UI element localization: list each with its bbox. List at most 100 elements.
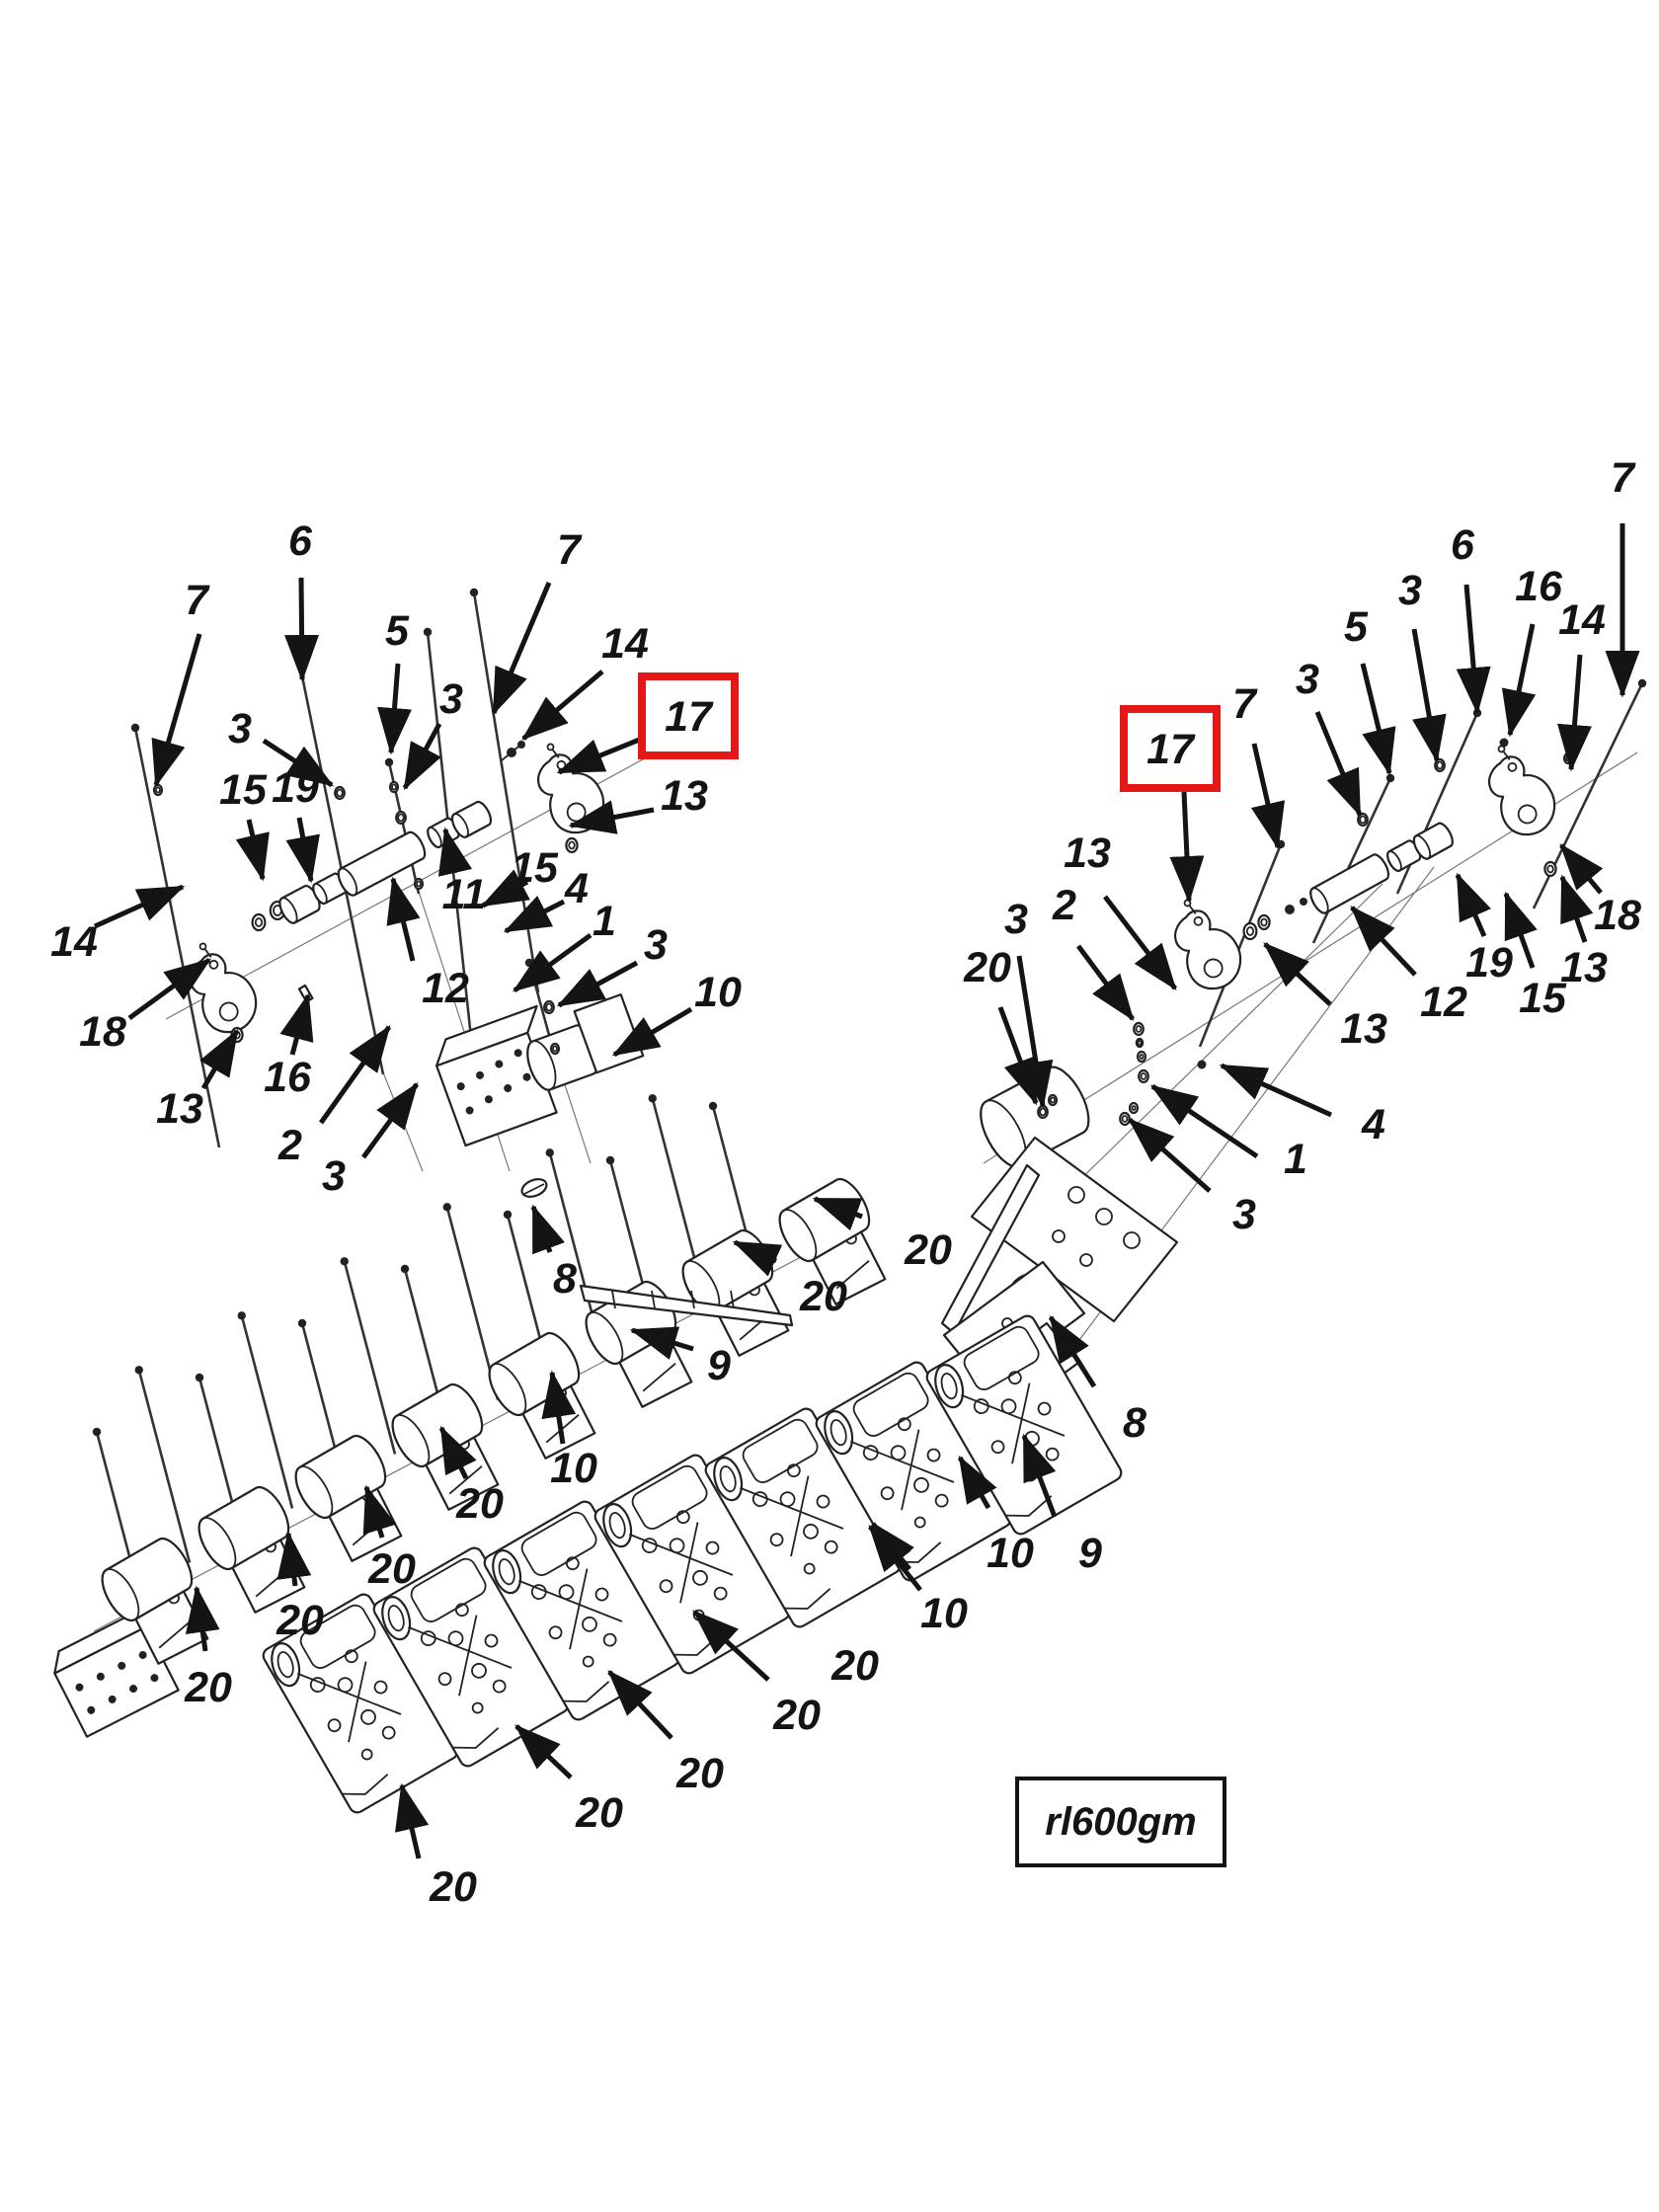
callout-15: 15 xyxy=(219,766,270,882)
callout-arrow xyxy=(395,1782,430,1859)
callout-arrow xyxy=(285,817,320,884)
callout-arrow xyxy=(1456,584,1491,715)
callout-label: 20 xyxy=(429,1863,477,1911)
callout-8: 8 xyxy=(530,1204,577,1303)
callout-arrow xyxy=(1169,791,1205,904)
callout-label: 9 xyxy=(1078,1530,1102,1577)
callout-16: 16 xyxy=(1501,563,1563,738)
callout-arrow xyxy=(1021,1433,1058,1518)
callout-20: 20 xyxy=(963,944,1039,1106)
callout-14: 14 xyxy=(50,884,186,966)
callout-20: 20 xyxy=(692,1610,821,1739)
callout-3: 3 xyxy=(556,921,668,1008)
callout-18: 18 xyxy=(1559,843,1641,939)
callout-20: 20 xyxy=(607,1670,724,1797)
callout-3: 3 xyxy=(1296,656,1363,818)
callout-15: 15 xyxy=(480,844,559,908)
callout-arrow xyxy=(199,1028,240,1090)
callout-arrow xyxy=(151,633,202,788)
callout-label: 6 xyxy=(1451,521,1475,569)
callout-arrow xyxy=(692,1610,770,1682)
callout-arrow xyxy=(556,960,639,1008)
callout-20: 20 xyxy=(732,1239,847,1320)
callout-label: 3 xyxy=(644,921,668,969)
callout-3: 3 xyxy=(1128,1118,1256,1238)
callout-13: 13 xyxy=(1263,942,1387,1053)
callout-label: 17 xyxy=(1146,726,1196,773)
callout-20: 20 xyxy=(395,1782,477,1911)
callout-arrow xyxy=(1250,743,1286,850)
callout-label: 20 xyxy=(963,944,1011,991)
callout-label: 19 xyxy=(1465,939,1513,987)
callout-arrow xyxy=(1149,1083,1259,1159)
callout-arrow xyxy=(1219,1063,1333,1118)
callout-arrow xyxy=(318,1024,392,1125)
callout-label: 4 xyxy=(564,865,589,912)
callout-label: 13 xyxy=(661,772,708,820)
callout-label: 5 xyxy=(1344,603,1369,651)
callout-label: 16 xyxy=(1515,563,1563,610)
figure-code-label: rl600gm xyxy=(1045,1799,1197,1844)
callout-19: 19 xyxy=(1455,872,1513,987)
callout-label: 3 xyxy=(1398,567,1422,614)
highlight-box-17 xyxy=(1120,705,1221,792)
callout-7: 7 xyxy=(1605,454,1640,698)
callout-7: 7 xyxy=(491,526,583,716)
callout-label: 8 xyxy=(553,1255,577,1303)
callout-15: 15 xyxy=(1503,891,1567,1022)
callout-20: 20 xyxy=(184,1585,232,1711)
callout-label: 7 xyxy=(185,577,210,624)
callout-label: 15 xyxy=(1519,975,1567,1022)
callout-label: 14 xyxy=(50,918,98,966)
callout-label: 11 xyxy=(442,871,487,918)
callout-arrow xyxy=(1360,663,1396,776)
callout-label: 7 xyxy=(1611,454,1636,502)
callout-arrow xyxy=(362,1484,397,1539)
callout-arrow xyxy=(957,1455,997,1510)
callout-5: 5 xyxy=(1344,603,1396,776)
callout-arrow xyxy=(871,1522,914,1571)
callout-arrow xyxy=(1411,628,1447,763)
callout-17: 17 xyxy=(556,672,739,775)
callout-9: 9 xyxy=(629,1326,731,1389)
callout-arrow xyxy=(185,1585,220,1652)
highlight-box-17 xyxy=(638,672,739,759)
callout-arrow xyxy=(512,932,592,993)
callout-17: 17 xyxy=(1120,705,1221,904)
callout-arrow xyxy=(1501,623,1537,738)
callout-13: 13 xyxy=(156,1028,240,1133)
callout-arrow xyxy=(386,876,421,962)
callout-arrow xyxy=(438,1425,477,1480)
callout-arrow xyxy=(1103,895,1177,990)
callout-2: 2 xyxy=(1052,882,1136,1022)
callout-label: 3 xyxy=(1232,1191,1256,1238)
callout-1: 1 xyxy=(1149,1083,1307,1183)
callout-7: 7 xyxy=(151,577,210,788)
callout-8: 8 xyxy=(1048,1314,1146,1447)
callout-arrow xyxy=(568,800,655,834)
callout-3: 3 xyxy=(322,1081,420,1200)
callout-13: 13 xyxy=(1064,830,1177,990)
callout-10: 10 xyxy=(611,969,742,1058)
callout-label: 20 xyxy=(575,1789,623,1837)
callout-arrow xyxy=(629,1326,694,1360)
callout-arrow xyxy=(262,738,335,788)
callout-14: 14 xyxy=(521,620,649,741)
callout-arrow xyxy=(521,670,604,741)
callout-label: 13 xyxy=(156,1085,203,1133)
callout-label: 18 xyxy=(1594,892,1641,939)
callout-label: 3 xyxy=(228,705,252,752)
callout-label: 20 xyxy=(830,1642,879,1690)
callout-label: 16 xyxy=(264,1054,312,1101)
callout-arrow xyxy=(1016,955,1054,1109)
callout-arrow xyxy=(732,1239,783,1277)
callout-9: 9 xyxy=(1021,1433,1102,1577)
callout-label: 10 xyxy=(550,1445,597,1492)
callout-arrow xyxy=(276,1531,312,1587)
callout-label: 10 xyxy=(694,969,742,1016)
callout-label: 9 xyxy=(707,1342,731,1389)
callout-7: 7 xyxy=(1232,680,1286,850)
callout-arrow xyxy=(284,577,320,682)
callout-arrow xyxy=(1075,944,1136,1022)
callout-arrow xyxy=(360,1081,420,1159)
